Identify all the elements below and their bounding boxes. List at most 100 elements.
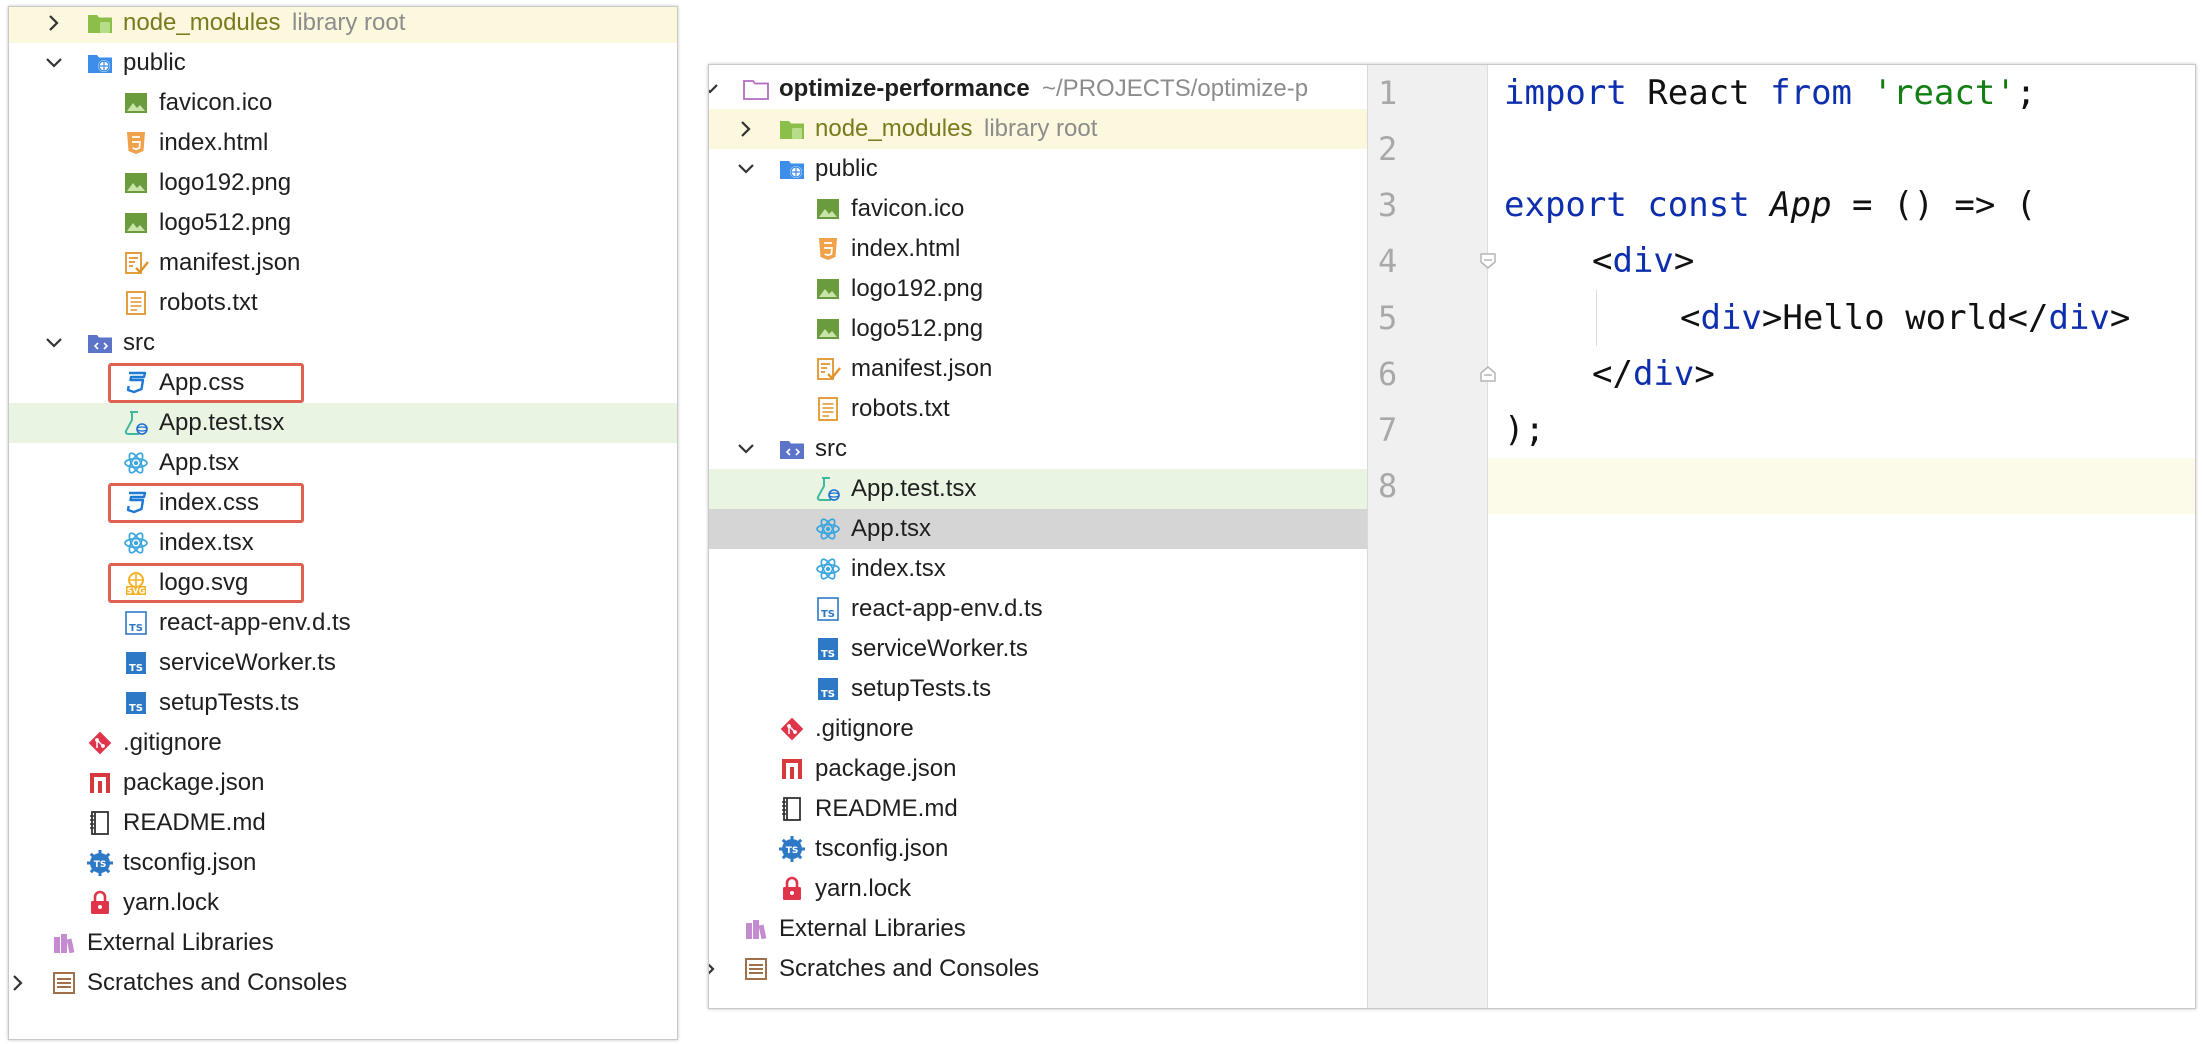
tree-item-label: serviceWorker.ts — [159, 649, 336, 676]
chevron-right-icon[interactable] — [709, 957, 722, 981]
folder-web-icon — [778, 155, 806, 183]
tree-item-readme-md[interactable]: README.md — [9, 803, 677, 843]
line-number: 6 — [1378, 355, 1398, 393]
libraries-icon — [742, 915, 770, 943]
tree-item-label: Scratches and Consoles — [87, 969, 348, 996]
tree-item-react-app-env-d-ts[interactable]: TS react-app-env.d.ts — [709, 589, 1367, 629]
folder-web-icon — [86, 49, 114, 77]
tree-item-optimize-performance[interactable]: optimize-performance~/PROJECTS/optimize-… — [709, 69, 1367, 109]
tree-item-logo192-png[interactable]: logo192.png — [9, 163, 677, 203]
tree-item-manifest-json[interactable]: manifest.json — [9, 243, 677, 283]
tree-item-yarn-lock[interactable]: yarn.lock — [9, 883, 677, 923]
code-token: div — [1700, 298, 1762, 338]
tree-item-label: public — [123, 49, 186, 76]
code-token: </ — [1592, 354, 1633, 394]
tree-item-favicon-ico[interactable]: favicon.ico — [9, 83, 677, 123]
libraries-icon — [50, 929, 78, 957]
tree-item-package-json[interactable]: package.json — [709, 749, 1367, 789]
code-area[interactable]: import React from 'react'; export const … — [1488, 65, 2195, 1008]
tree-item-package-json[interactable]: package.json — [9, 763, 677, 803]
code-editor[interactable]: 1 2 3 4 5 6 7 8 import React from 'react… — [1367, 65, 2195, 1008]
tree-item-app-tsx[interactable]: App.tsx — [9, 443, 677, 483]
tree-item-logo512-png[interactable]: logo512.png — [709, 309, 1367, 349]
test-icon — [814, 475, 842, 503]
tree-item-yarn-lock[interactable]: yarn.lock — [709, 869, 1367, 909]
tree-item-app-test-tsx[interactable]: App.test.tsx — [9, 403, 677, 443]
tree-item-label: logo512.png — [851, 315, 984, 342]
tree-item-readme-md[interactable]: README.md — [709, 789, 1367, 829]
tree-item-index-tsx[interactable]: index.tsx — [9, 523, 677, 563]
tree-item-scratches-and-consoles[interactable]: Scratches and Consoles — [9, 963, 677, 1003]
tree-item-gitignore[interactable]: .gitignore — [709, 709, 1367, 749]
tree-item-app-tsx[interactable]: App.tsx — [709, 509, 1367, 549]
tree-item-external-libraries[interactable]: External Libraries — [9, 923, 677, 963]
tree-item-index-tsx[interactable]: index.tsx — [709, 549, 1367, 589]
tree-item-robots-txt[interactable]: robots.txt — [709, 389, 1367, 429]
svg-text:TS: TS — [821, 649, 835, 660]
css-icon — [122, 489, 150, 517]
tree-item-public[interactable]: public — [709, 149, 1367, 189]
chevron-down-icon[interactable] — [42, 331, 66, 355]
code-token: React — [1626, 73, 1771, 113]
tree-item-src[interactable]: src — [9, 323, 677, 363]
chevron-down-icon[interactable] — [42, 51, 66, 75]
tree-item-public[interactable]: public — [9, 43, 677, 83]
tree-item-label: .gitignore — [815, 715, 914, 742]
code-line-6: </div> — [1592, 346, 1715, 402]
npm-icon — [86, 769, 114, 797]
ide-window: optimize-performance~/PROJECTS/optimize-… — [708, 64, 2196, 1009]
lock-icon — [778, 875, 806, 903]
tree-item-label: setupTests.ts — [159, 689, 300, 716]
svg-text:TS: TS — [129, 623, 143, 634]
chevron-down-icon[interactable] — [734, 157, 758, 181]
fold-close-icon[interactable] — [1478, 364, 1498, 384]
chevron-down-icon[interactable] — [734, 437, 758, 461]
code-token: = () => ( — [1831, 185, 2037, 225]
tree-item-app-test-tsx[interactable]: App.test.tsx — [709, 469, 1367, 509]
tree-item-app-css[interactable]: App.css — [9, 363, 677, 403]
tree-item-logo192-png[interactable]: logo192.png — [709, 269, 1367, 309]
tree-item-favicon-ico[interactable]: favicon.ico — [709, 189, 1367, 229]
tree-item-serviceworker-ts[interactable]: TS serviceWorker.ts — [9, 643, 677, 683]
tree-item-external-libraries[interactable]: External Libraries — [709, 909, 1367, 949]
lock-icon — [86, 889, 114, 917]
code-token: > — [2109, 298, 2131, 338]
tree-item-hint: ~/PROJECTS/optimize-p — [1042, 75, 1309, 102]
line-number: 4 — [1378, 242, 1398, 280]
ts-icon: TS — [122, 649, 150, 677]
chevron-down-icon[interactable] — [709, 77, 722, 101]
tree-item-index-css[interactable]: index.css — [9, 483, 677, 523]
tree-item-logo512-png[interactable]: logo512.png — [9, 203, 677, 243]
ts-def-icon: TS — [814, 595, 842, 623]
react-icon — [122, 529, 150, 557]
tree-item-robots-txt[interactable]: robots.txt — [9, 283, 677, 323]
code-token: ; — [2015, 73, 2037, 113]
tree-item-src[interactable]: src — [709, 429, 1367, 469]
tree-item-index-html[interactable]: index.html — [709, 229, 1367, 269]
fold-open-icon[interactable] — [1478, 251, 1498, 271]
tree-item-label: index.tsx — [159, 529, 254, 556]
tree-item-gitignore[interactable]: .gitignore — [9, 723, 677, 763]
tree-item-label: External Libraries — [87, 929, 274, 956]
code-token — [1852, 73, 1872, 113]
tree-item-label: react-app-env.d.ts — [851, 595, 1043, 622]
tree-item-index-html[interactable]: index.html — [9, 123, 677, 163]
chevron-right-icon[interactable] — [42, 11, 66, 35]
tree-item-label: node_modules — [123, 9, 281, 36]
tree-item-scratches-and-consoles[interactable]: Scratches and Consoles — [709, 949, 1367, 989]
chevron-right-icon[interactable] — [734, 117, 758, 141]
code-line-1: import React from 'react'; — [1504, 65, 2036, 121]
tree-item-manifest-json[interactable]: manifest.json — [709, 349, 1367, 389]
chevron-right-icon[interactable] — [9, 971, 30, 995]
svg-text:TS: TS — [94, 860, 107, 870]
